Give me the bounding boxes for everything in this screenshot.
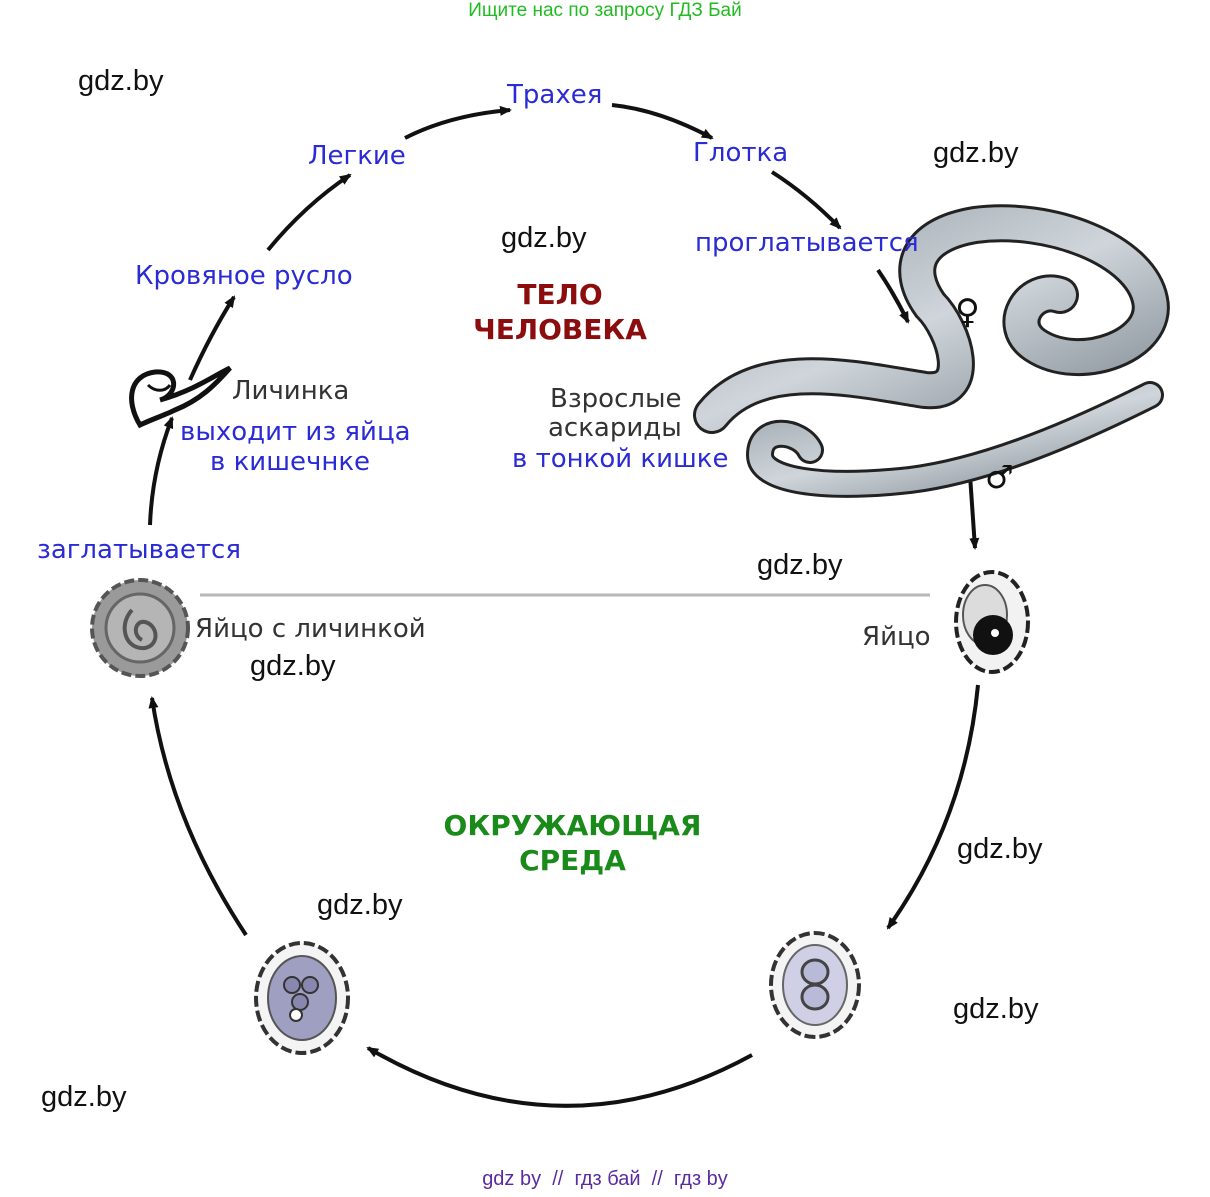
top-banner: Ищите нас по запросу ГДЗ Бай xyxy=(468,0,742,21)
male-symbol: ♂ xyxy=(985,458,1014,496)
female-symbol: ♀ xyxy=(955,292,980,332)
watermark: gdz.by xyxy=(317,889,403,921)
arrow-trachea-to-pharynx xyxy=(611,103,714,140)
watermark: gdz.by xyxy=(953,993,1039,1025)
label-larva-exits: выходит из яйца xyxy=(180,417,411,447)
arrow-blood-to-lungs xyxy=(266,173,352,252)
adult-ascarids-illustration xyxy=(693,204,1170,498)
label-larva-intestine: в кишечнке xyxy=(210,447,371,477)
region-environment-line1: ОКРУЖАЮЩАЯ xyxy=(443,809,702,842)
arrow-env-to-egg-larva xyxy=(148,696,248,937)
watermark: gdz.by xyxy=(78,65,164,97)
egg-dividing xyxy=(769,931,861,1039)
region-environment: ОКРУЖАЮЩАЯ СРЕДА xyxy=(430,808,715,878)
arrow-ingested-to-larva xyxy=(148,416,174,526)
watermark: gdz.by xyxy=(757,549,843,581)
larva-illustration xyxy=(129,365,232,429)
label-trachea: Трахея xyxy=(507,80,603,110)
watermark: gdz.by xyxy=(41,1081,127,1113)
footer-links: gdz by // гдз бай // гдз by xyxy=(482,1168,728,1190)
label-lungs: Легкие xyxy=(308,141,406,171)
region-human-body-line2: ЧЕЛОВЕКА xyxy=(473,313,647,346)
arrow-lungs-to-trachea xyxy=(404,105,512,140)
arrow-env-bottom xyxy=(366,1046,753,1108)
region-environment-line2: СРЕДА xyxy=(519,844,626,877)
label-ascarids: аскариды xyxy=(548,413,682,443)
egg-with-larva xyxy=(90,578,190,678)
label-swallowed: проглатывается xyxy=(695,228,919,258)
label-ingested: заглатывается xyxy=(37,535,241,565)
arrow-egg-to-env-1 xyxy=(886,684,980,930)
watermark: gdz.by xyxy=(250,650,336,682)
watermark: gdz.by xyxy=(501,222,587,254)
label-egg: Яйцо xyxy=(862,622,931,652)
label-larva: Личинка xyxy=(232,376,350,406)
label-blood-stream: Кровяное русло xyxy=(135,261,353,291)
label-egg-with-larva: Яйцо с личинкой xyxy=(195,614,426,644)
arrow-male-to-egg xyxy=(968,474,980,550)
label-adults: Взрослые xyxy=(550,384,682,414)
label-small-intestine: в тонкой кишке xyxy=(512,444,729,474)
watermark: gdz.by xyxy=(933,137,1019,169)
cycle-arrows xyxy=(148,103,980,1108)
egg-fresh xyxy=(954,570,1030,674)
label-pharynx: Глотка xyxy=(693,138,789,168)
region-human-body-line1: ТЕЛО xyxy=(517,278,603,311)
arrow-swallowed-to-worms xyxy=(876,268,910,324)
watermark: gdz.by xyxy=(957,833,1043,865)
arrow-pharynx-to-swallowed xyxy=(770,170,842,230)
arrow-larva-to-blood xyxy=(188,295,236,381)
egg-morula xyxy=(254,941,350,1055)
region-human-body: ТЕЛО ЧЕЛОВЕКА xyxy=(470,277,650,347)
